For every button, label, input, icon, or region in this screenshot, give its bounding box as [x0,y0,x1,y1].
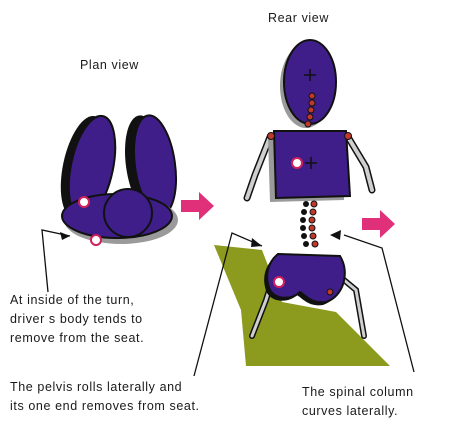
note-spine-line-1: The spinal column [302,383,414,402]
note-inside-turn-line-1: At inside of the turn, [10,291,144,310]
plan-joint-marker-lower [91,235,101,245]
rear-torso [274,131,350,198]
note-inside-turn-line-2: driver s body tends to [10,310,144,329]
plan-joint-marker-upper [79,197,89,207]
rear-hip-marker [274,277,284,287]
note-inside-turn-line-3: remove from the seat. [10,329,144,348]
plan-force-arrow [181,192,214,220]
rear-chest-marker [292,158,302,168]
plan-view-figure [53,112,214,245]
callout-inside-turn [42,230,70,292]
rear-force-arrow [362,210,395,238]
arrowhead-plan [60,232,70,240]
rear-left-arm [247,137,270,198]
arrowhead-pelvis [251,238,262,247]
rear-shoulder-left [268,133,275,140]
note-pelvis-line-1: The pelvis rolls laterally and [10,378,200,397]
rear-shoulder-right [345,133,352,140]
note-inside-turn: At inside of the turn, driver s body ten… [10,291,144,348]
rear-hip-right [327,289,333,295]
note-pelvis-line-2: its one end removes from seat. [10,397,200,416]
rear-view-figure [214,40,395,366]
arrowhead-spine [330,230,341,240]
rear-view-title: Rear view [268,9,329,28]
note-spine: The spinal column curves laterally. [302,383,414,421]
note-spine-line-2: curves laterally. [302,402,414,421]
plan-head [104,189,152,237]
note-pelvis: The pelvis rolls laterally and its one e… [10,378,200,416]
plan-view-title: Plan view [80,56,139,75]
